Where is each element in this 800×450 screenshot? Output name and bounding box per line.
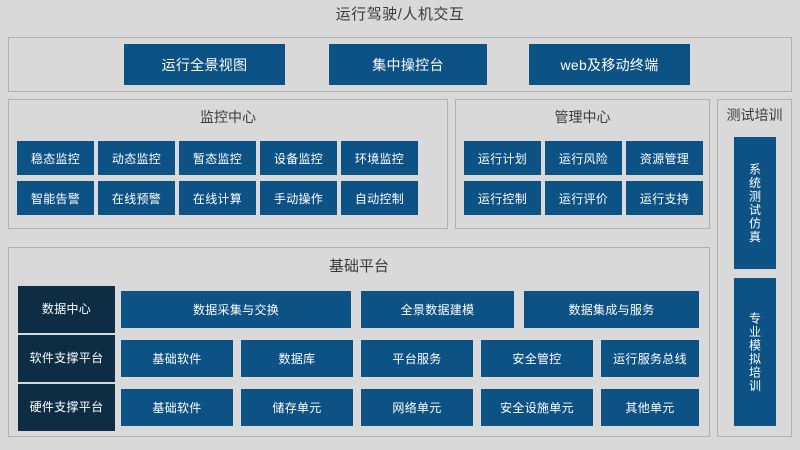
base-tile-r2-3[interactable]: 平台服务: [361, 340, 473, 377]
monitor-tile-r2-1[interactable]: 智能告警: [17, 181, 94, 215]
monitor-tile-r2-4[interactable]: 手动操作: [260, 181, 337, 215]
top-bar-panel: 运行全景视图 集中操控台 web及移动终端: [8, 37, 792, 92]
base-tile-r3-5[interactable]: 其他单元: [601, 389, 699, 426]
monitor-tile-r1-3[interactable]: 暂态监控: [179, 141, 256, 175]
base-tile-r3-3[interactable]: 网络单元: [361, 389, 473, 426]
test-training-tile-2[interactable]: 专业模拟培训: [734, 278, 776, 426]
monitor-center-panel: 监控中心 稳态监控 动态监控 暂态监控 设备监控 环境监控 智能告警 在线预警 …: [8, 99, 448, 229]
base-tile-r1-2[interactable]: 全景数据建模: [361, 291, 514, 328]
base-side-label-1[interactable]: 数据中心: [18, 286, 115, 333]
management-center-title: 管理中心: [554, 109, 611, 125]
top-tile-2[interactable]: 集中操控台: [329, 44, 487, 85]
monitor-tile-r2-3[interactable]: 在线计算: [179, 181, 256, 215]
base-platform-title: 基础平台: [328, 258, 389, 275]
manage-tile-r2-2[interactable]: 运行评价: [545, 181, 622, 215]
base-tile-r1-1[interactable]: 数据采集与交换: [121, 291, 351, 328]
monitor-tile-r1-1[interactable]: 稳态监控: [17, 141, 94, 175]
test-training-title: 测试培训: [726, 107, 783, 123]
test-training-tile-1[interactable]: 系统测试仿真: [734, 137, 776, 269]
base-tile-r2-1[interactable]: 基础软件: [121, 340, 233, 377]
management-center-panel: 管理中心 运行计划 运行风险 资源管理 运行控制 运行评价 运行支持: [455, 99, 710, 229]
manage-tile-r1-3[interactable]: 资源管理: [626, 141, 703, 175]
base-platform-panel: 基础平台 数据中心 软件支撑平台 硬件支撑平台 数据采集与交换 全景数据建模 数…: [8, 247, 710, 437]
page-title: 运行驾驶/人机交互: [335, 6, 465, 23]
top-tile-3[interactable]: web及移动终端: [529, 44, 690, 85]
monitor-center-title: 监控中心: [200, 109, 256, 125]
base-side-label-3[interactable]: 硬件支撑平台: [18, 384, 115, 431]
base-tile-r3-1[interactable]: 基础软件: [121, 389, 233, 426]
manage-tile-r2-3[interactable]: 运行支持: [626, 181, 703, 215]
monitor-tile-r2-5[interactable]: 自动控制: [341, 181, 418, 215]
test-training-panel: 测试培训 系统测试仿真 专业模拟培训: [717, 99, 792, 437]
manage-tile-r1-2[interactable]: 运行风险: [545, 141, 622, 175]
manage-tile-r1-1[interactable]: 运行计划: [464, 141, 541, 175]
base-tile-r3-4[interactable]: 安全设施单元: [481, 389, 593, 426]
base-tile-r2-2[interactable]: 数据库: [241, 340, 353, 377]
base-tile-r3-2[interactable]: 储存单元: [241, 389, 353, 426]
manage-tile-r2-1[interactable]: 运行控制: [464, 181, 541, 215]
monitor-tile-r1-2[interactable]: 动态监控: [98, 141, 175, 175]
base-tile-r2-5[interactable]: 运行服务总线: [601, 340, 699, 377]
base-side-label-2[interactable]: 软件支撑平台: [18, 335, 115, 382]
monitor-tile-r2-2[interactable]: 在线预警: [98, 181, 175, 215]
top-tile-1[interactable]: 运行全景视图: [124, 44, 285, 85]
monitor-tile-r1-5[interactable]: 环境监控: [341, 141, 418, 175]
monitor-tile-r1-4[interactable]: 设备监控: [260, 141, 337, 175]
base-tile-r1-3[interactable]: 数据集成与服务: [524, 291, 699, 328]
base-tile-r2-4[interactable]: 安全管控: [481, 340, 593, 377]
